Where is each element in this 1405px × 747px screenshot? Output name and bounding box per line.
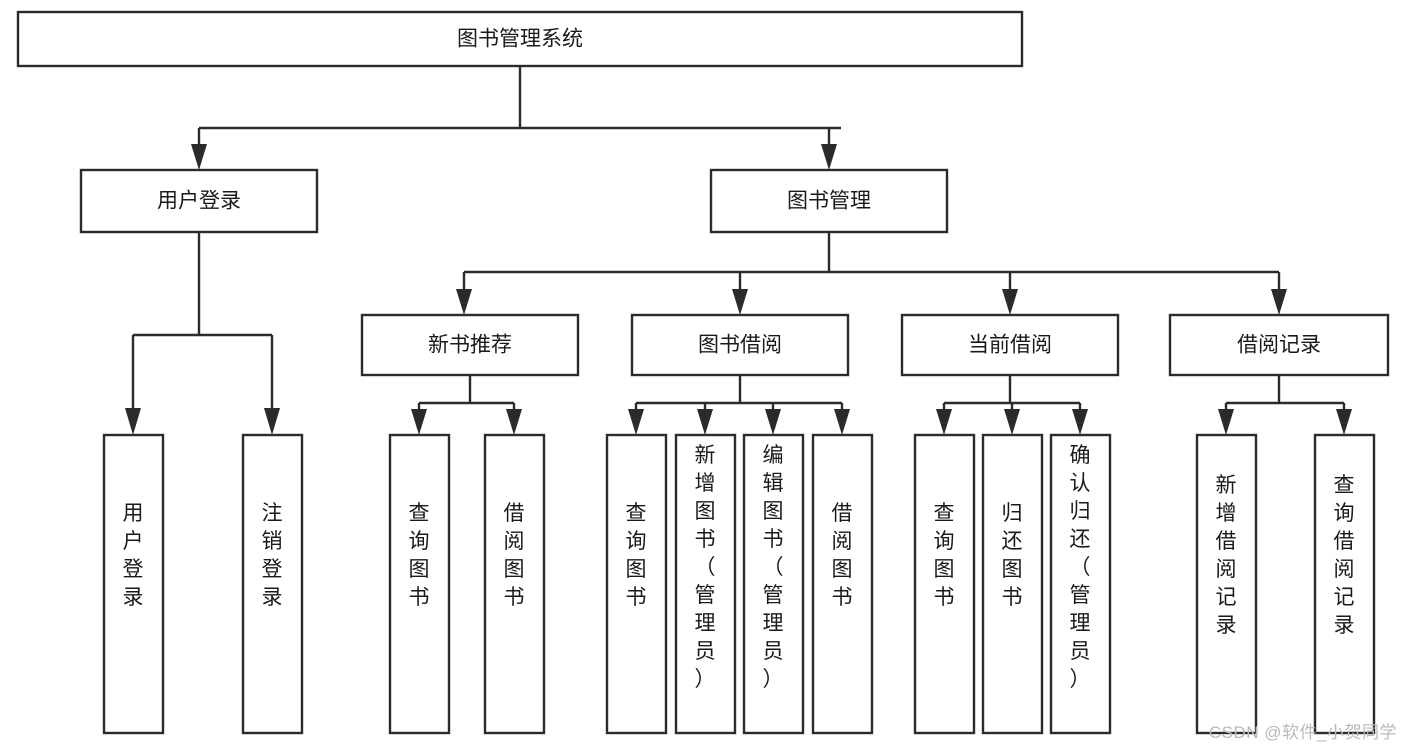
node-user-login-box[interactable] <box>79 168 319 234</box>
node-leaf-confirm-return-admin-box[interactable] <box>1049 433 1112 735</box>
node-leaf-query-book-borrow-box[interactable] <box>605 433 668 735</box>
node-leaf-add-borrow-record[interactable]: 新增借阅记录 <box>1195 433 1258 735</box>
arrow-book-borrow-to-leaf1 <box>628 409 644 435</box>
arrow-current-borrow-to-leaf2 <box>1004 409 1020 435</box>
arrow-root-to-book-management <box>821 144 837 170</box>
node-borrow-record-label: 借阅记录 <box>1237 334 1321 357</box>
node-leaf-return-book-label: 归还图书 <box>1002 502 1023 609</box>
node-root[interactable]: 图书管理系统 <box>16 10 1024 68</box>
csdn-watermark: CSDN @软件_小贺同学 <box>1208 723 1397 742</box>
node-new-book-recommend[interactable]: 新书推荐 <box>360 313 580 377</box>
node-leaf-query-borrow-record[interactable]: 查询借阅记录 <box>1313 433 1376 735</box>
arrow-borrow-record-to-leaf2 <box>1336 409 1352 435</box>
node-current-borrow[interactable]: 当前借阅 <box>900 313 1120 377</box>
node-leaf-user-login-label: 用户登录 <box>123 502 144 609</box>
node-leaf-query-book-current[interactable]: 查询图书 <box>913 433 976 735</box>
node-user-login[interactable]: 用户登录 <box>79 168 319 234</box>
node-book-management[interactable]: 图书管理 <box>709 168 949 234</box>
arrow-root-to-user-login <box>191 144 207 170</box>
arrow-current-borrow-to-leaf1 <box>936 409 952 435</box>
node-leaf-query-book-current-box[interactable] <box>913 433 976 735</box>
arrow-bm-to-new-book <box>456 289 472 315</box>
arrow-user-login-to-leaf2 <box>264 408 280 435</box>
node-leaf-query-borrow-record-box[interactable] <box>1313 433 1376 735</box>
arrow-bm-to-current-borrow <box>1002 289 1018 315</box>
node-new-book-recommend-label: 新书推荐 <box>428 334 512 357</box>
node-leaf-borrow-book-recommend-box[interactable] <box>483 433 546 735</box>
node-leaf-logout-login-label: 注销登录 <box>262 502 283 609</box>
arrow-book-borrow-to-leaf3 <box>765 409 781 435</box>
node-leaf-add-book-admin-label: 新增图书（管理员） <box>695 444 716 691</box>
arrow-book-borrow-to-leaf2 <box>697 409 713 435</box>
node-leaf-borrow-book-label: 借阅图书 <box>832 502 853 609</box>
node-book-management-box[interactable] <box>709 168 949 234</box>
node-leaf-query-book-borrow-label: 查询图书 <box>626 502 647 609</box>
arrow-user-login-to-leaf1 <box>125 408 141 435</box>
leaf-node-layer: 用户登录 注销登录 查询图书 借阅图书 查询图书 新增图书（管理员） <box>102 433 1376 735</box>
node-leaf-logout-login-box[interactable] <box>241 433 304 735</box>
node-leaf-edit-book-admin[interactable]: 编辑图书（管理员） <box>742 433 805 735</box>
node-leaf-query-book-recommend[interactable]: 查询图书 <box>388 433 451 735</box>
node-leaf-confirm-return-admin[interactable]: 确认归还（管理员） <box>1049 433 1112 735</box>
node-borrow-record[interactable]: 借阅记录 <box>1168 313 1390 377</box>
node-leaf-borrow-book-recommend-label: 借阅图书 <box>504 502 525 609</box>
arrow-bm-to-book-borrow <box>732 289 748 315</box>
node-leaf-return-book-box[interactable] <box>981 433 1044 735</box>
node-leaf-query-book-recommend-box[interactable] <box>388 433 451 735</box>
node-leaf-add-borrow-record-label: 新增借阅记录 <box>1216 474 1237 637</box>
node-leaf-query-borrow-record-label: 查询借阅记录 <box>1334 474 1355 637</box>
node-book-borrow[interactable]: 图书借阅 <box>630 313 850 377</box>
node-leaf-edit-book-admin-label: 编辑图书（管理员） <box>763 444 784 691</box>
node-book-borrow-box[interactable] <box>630 313 850 377</box>
node-leaf-confirm-return-admin-label: 确认归还（管理员） <box>1070 444 1091 691</box>
connector-layer <box>125 66 1352 435</box>
arrow-book-borrow-to-leaf4 <box>834 409 850 435</box>
node-current-borrow-box[interactable] <box>900 313 1120 377</box>
node-root-box[interactable] <box>16 10 1024 68</box>
node-root-label: 图书管理系统 <box>457 28 583 51</box>
node-leaf-query-book-current-label: 查询图书 <box>934 502 955 609</box>
node-leaf-logout-login[interactable]: 注销登录 <box>241 433 304 735</box>
node-leaf-user-login-box[interactable] <box>102 433 165 735</box>
node-leaf-user-login[interactable]: 用户登录 <box>102 433 165 735</box>
arrow-new-book-to-leaf1 <box>411 409 427 435</box>
node-leaf-query-book-borrow[interactable]: 查询图书 <box>605 433 668 735</box>
node-current-borrow-label: 当前借阅 <box>968 334 1052 357</box>
node-leaf-query-book-recommend-label: 查询图书 <box>409 502 430 609</box>
arrow-borrow-record-to-leaf1 <box>1218 409 1234 435</box>
node-book-management-label: 图书管理 <box>787 190 871 213</box>
node-user-login-label: 用户登录 <box>157 190 241 213</box>
node-borrow-record-box[interactable] <box>1168 313 1390 377</box>
arrow-current-borrow-to-leaf3 <box>1072 409 1088 435</box>
node-leaf-return-book[interactable]: 归还图书 <box>981 433 1044 735</box>
arrow-bm-to-borrow-record <box>1271 289 1287 315</box>
node-book-borrow-label: 图书借阅 <box>698 334 782 357</box>
node-leaf-edit-book-admin-box[interactable] <box>742 433 805 735</box>
node-leaf-add-borrow-record-box[interactable] <box>1195 433 1258 735</box>
arrow-new-book-to-leaf2 <box>506 409 522 435</box>
node-leaf-borrow-book-recommend[interactable]: 借阅图书 <box>483 433 546 735</box>
node-leaf-borrow-book-box[interactable] <box>811 433 874 735</box>
node-leaf-borrow-book[interactable]: 借阅图书 <box>811 433 874 735</box>
node-leaf-add-book-admin-box[interactable] <box>674 433 737 735</box>
node-leaf-add-book-admin[interactable]: 新增图书（管理员） <box>674 433 737 735</box>
node-new-book-recommend-box[interactable] <box>360 313 580 377</box>
